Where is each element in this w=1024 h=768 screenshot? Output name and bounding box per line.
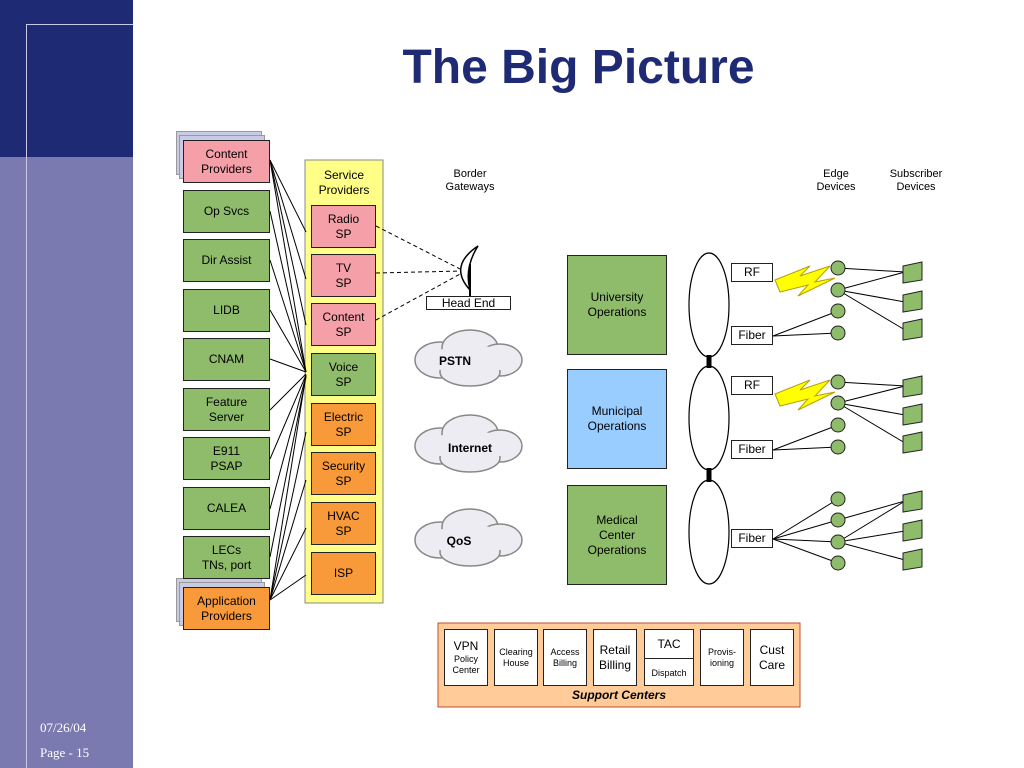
- head-end-box: Head End: [426, 296, 511, 310]
- access-billing-box: Access Billing: [543, 629, 587, 686]
- sidebar-rule-horizontal: [26, 24, 133, 25]
- cust-care-box: Cust Care: [750, 629, 794, 686]
- clearing-house-box: Clearing House: [494, 629, 538, 686]
- medical-center-operations-box: Medical Center Operations: [567, 485, 667, 585]
- op-svcs-box: Op Svcs: [183, 190, 270, 233]
- rf-link-label-2: RF: [731, 376, 773, 395]
- border-gateways-label: Border Gateways: [445, 168, 495, 193]
- municipal-operations-box: Municipal Operations: [567, 369, 667, 469]
- security-sp-box: Security SP: [311, 452, 376, 495]
- slide-title: The Big Picture: [402, 41, 755, 94]
- provisioning-box: Provis- ioning: [700, 629, 744, 686]
- edge-lines: [772, 267, 906, 564]
- sidebar-rule-vertical: [26, 24, 27, 768]
- electric-sp-box: Electric SP: [311, 403, 376, 446]
- footer-date: 07/26/04: [40, 720, 87, 735]
- fan-lines: [269, 159, 307, 601]
- satellite-dish-icon: [460, 245, 479, 296]
- fiber-link-label-1: Fiber: [731, 326, 773, 345]
- university-operations-box: University Operations: [567, 255, 667, 355]
- qos-label: QoS: [446, 534, 472, 548]
- service-providers-header: Service Providers: [318, 168, 370, 197]
- network-rings: [688, 252, 730, 585]
- clouds: [414, 329, 523, 567]
- pstn-cloud-icon: [414, 329, 523, 387]
- dashed-links: [375, 225, 463, 321]
- tac-label: TAC: [645, 630, 693, 659]
- lightning-icons: [774, 265, 836, 411]
- lecs-tns-port-box: LECs TNs, port: [183, 536, 270, 579]
- content-sp-box: Content SP: [311, 303, 376, 346]
- isp-box: ISP: [311, 552, 376, 595]
- vpn-policy-center-box: VPN Policy Center: [444, 629, 488, 686]
- calea-box: CALEA: [183, 487, 270, 530]
- footer-page-number: Page - 15: [40, 745, 90, 760]
- sidebar-header-block: [0, 0, 133, 157]
- radio-sp-box: Radio SP: [311, 205, 376, 248]
- policy-center-label: Policy Center: [452, 654, 480, 675]
- content-providers-box: Content Providers: [183, 140, 270, 183]
- pstn-label: PSTN: [438, 354, 471, 368]
- fiber-link-label-3: Fiber: [731, 529, 773, 548]
- dir-assist-box: Dir Assist: [183, 239, 270, 282]
- lightning-bolt-icon: [774, 379, 836, 411]
- vpn-label: VPN: [453, 639, 479, 653]
- hvac-sp-box: HVAC SP: [311, 502, 376, 545]
- lightning-bolt-icon: [774, 265, 836, 297]
- rf-link-label-1: RF: [731, 263, 773, 282]
- subscriber-devices-label: Subscriber Devices: [889, 168, 943, 193]
- edge-devices-label: Edge Devices: [816, 168, 856, 193]
- feature-server-box: Feature Server: [183, 388, 270, 431]
- subscriber-device-icons: [902, 261, 923, 571]
- lidb-box: LIDB: [183, 289, 270, 332]
- edge-device-icons: [830, 260, 846, 571]
- cnam-box: CNAM: [183, 338, 270, 381]
- internet-label: Internet: [447, 441, 492, 455]
- fiber-link-label-2: Fiber: [731, 440, 773, 459]
- tv-sp-box: TV SP: [311, 254, 376, 297]
- dispatch-label: Dispatch: [651, 667, 687, 678]
- retail-billing-box: Retail Billing: [593, 629, 637, 686]
- e911-psap-box: E911 PSAP: [183, 437, 270, 480]
- qos-cloud-icon: [414, 508, 523, 567]
- support-centers-title: Support Centers: [571, 688, 666, 702]
- internet-cloud-icon: [414, 414, 523, 473]
- tac-dispatch-box: TAC Dispatch: [644, 629, 694, 686]
- application-providers-box: Application Providers: [183, 587, 270, 630]
- voice-sp-box: Voice SP: [311, 353, 376, 396]
